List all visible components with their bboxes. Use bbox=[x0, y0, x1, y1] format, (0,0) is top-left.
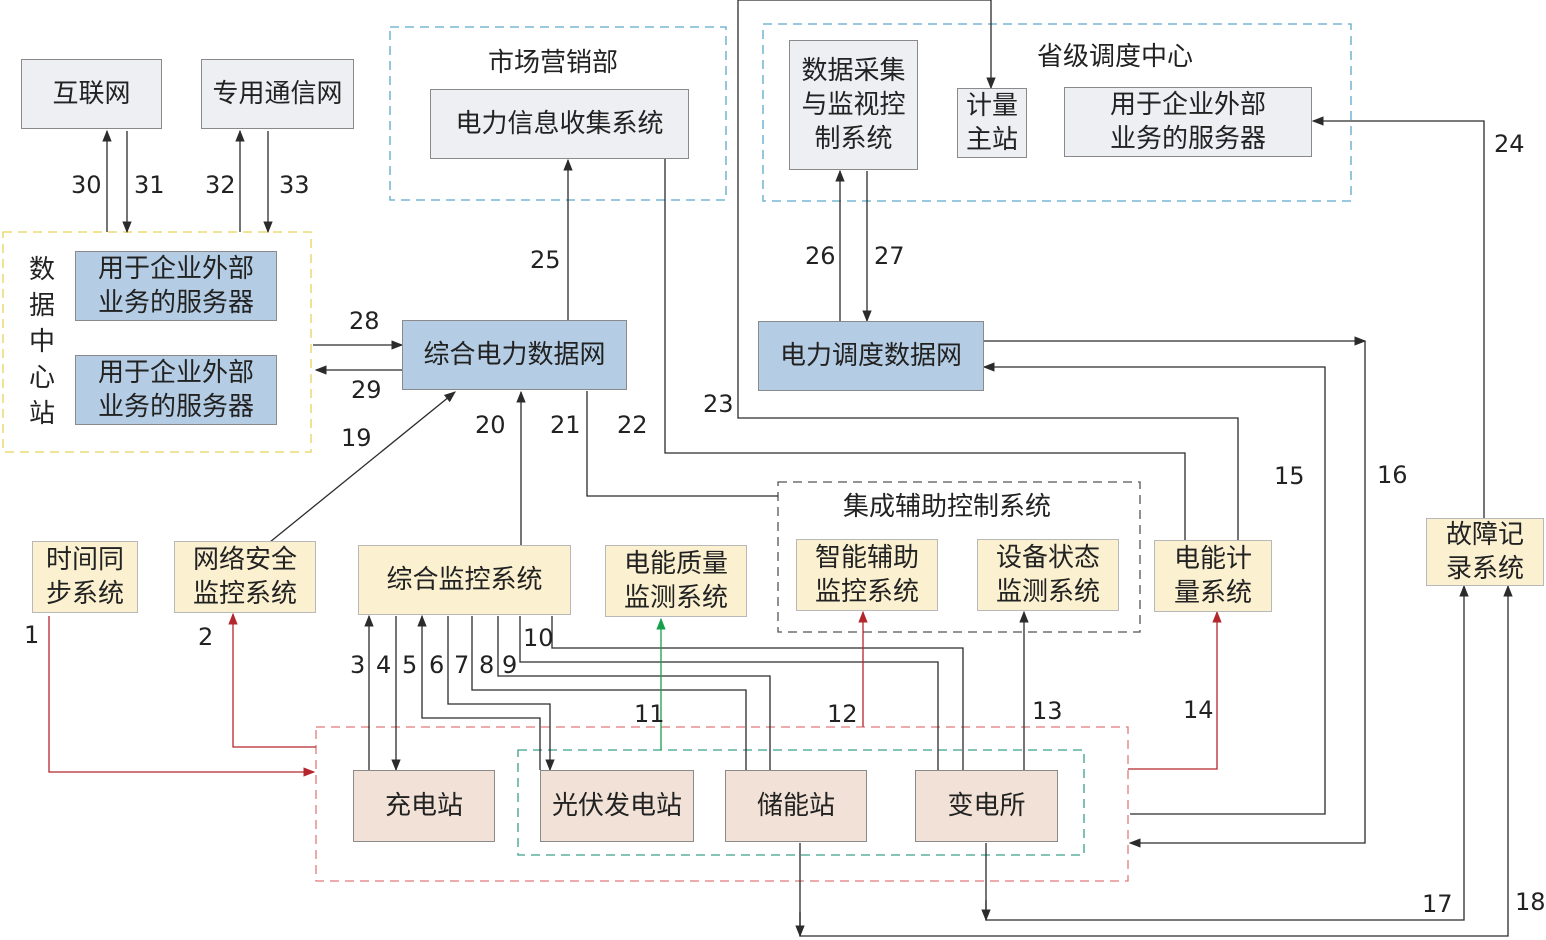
link-label-13: 13 bbox=[1032, 697, 1063, 725]
data-center-label: 数 据 中 心 站 bbox=[28, 255, 55, 429]
link-label-10: 10 bbox=[523, 624, 554, 652]
power-quality-node: 电能质量 监测系统 bbox=[605, 545, 747, 617]
link-23 bbox=[737, 0, 1239, 540]
substation-node: 变电所 bbox=[915, 770, 1058, 842]
link-7 bbox=[471, 616, 747, 770]
link-10 bbox=[551, 616, 964, 770]
net-security-node: 网络安全 监控系统 bbox=[174, 541, 316, 613]
link-label-28: 28 bbox=[349, 307, 380, 335]
link-label-14: 14 bbox=[1183, 696, 1214, 724]
link-label-20: 20 bbox=[475, 411, 506, 439]
link-label-11: 11 bbox=[634, 700, 665, 728]
link-label-15: 15 bbox=[1274, 462, 1305, 490]
link-label-30: 30 bbox=[71, 171, 102, 199]
link-label-32: 32 bbox=[205, 171, 236, 199]
metering-master-node: 计量 主站 bbox=[957, 88, 1027, 158]
link-label-22: 22 bbox=[617, 411, 648, 439]
dc-server-2-node: 用于企业外部 业务的服务器 bbox=[75, 355, 277, 425]
integrated-monitor-node: 综合监控系统 bbox=[358, 545, 571, 615]
link-2 bbox=[228, 612, 316, 748]
link-label-23: 23 bbox=[703, 390, 734, 418]
link-label-24: 24 bbox=[1494, 130, 1525, 158]
link-22 bbox=[664, 159, 1186, 540]
link-label-17: 17 bbox=[1422, 890, 1453, 918]
link-label-6: 6 bbox=[429, 651, 445, 679]
link-label-4: 4 bbox=[376, 651, 392, 679]
link-label-7: 7 bbox=[454, 651, 470, 679]
link-label-19: 19 bbox=[341, 424, 372, 452]
link-label-26: 26 bbox=[805, 242, 836, 270]
fault-recorder-node: 故障记 录系统 bbox=[1426, 518, 1544, 586]
link-label-12: 12 bbox=[827, 700, 858, 728]
internet-node: 互联网 bbox=[21, 59, 162, 129]
link-label-8: 8 bbox=[479, 651, 495, 679]
integrated-net-node: 综合电力数据网 bbox=[402, 320, 627, 390]
link-label-3: 3 bbox=[350, 651, 366, 679]
stations-frame bbox=[315, 726, 1129, 882]
link-14 bbox=[1128, 610, 1222, 770]
equip-status-node: 设备状态 监测系统 bbox=[977, 539, 1119, 611]
scada-node: 数据采集 与监视控 制系统 bbox=[789, 40, 918, 170]
link-24 bbox=[1311, 116, 1485, 518]
link-5 bbox=[417, 614, 541, 770]
link-17 bbox=[985, 584, 1469, 921]
renewable-frame bbox=[517, 749, 1085, 856]
aux-control-frame bbox=[777, 481, 1141, 633]
aux-control-label: 集成辅助控制系统 bbox=[843, 492, 1052, 522]
charging-station-node: 充电站 bbox=[353, 770, 495, 842]
link-label-31: 31 bbox=[134, 171, 165, 199]
storage-station-node: 储能站 bbox=[725, 770, 867, 842]
power-info-node: 电力信息收集系统 bbox=[430, 89, 689, 159]
dispatch-net-node: 电力调度数据网 bbox=[758, 321, 984, 391]
link-21 bbox=[586, 391, 778, 497]
link-label-9: 9 bbox=[502, 651, 518, 679]
link-19 bbox=[269, 391, 456, 543]
link-label-18: 18 bbox=[1515, 888, 1546, 916]
link-label-33: 33 bbox=[279, 171, 310, 199]
link-6 bbox=[447, 616, 555, 772]
provincial-center-label: 省级调度中心 bbox=[1037, 42, 1194, 72]
provincial-server-node: 用于企业外部 业务的服务器 bbox=[1064, 87, 1312, 157]
link-label-5: 5 bbox=[402, 651, 418, 679]
data-center-frame bbox=[2, 231, 312, 453]
link-label-29: 29 bbox=[351, 376, 382, 404]
provincial-center-frame bbox=[762, 23, 1352, 202]
link-label-16: 16 bbox=[1377, 461, 1408, 489]
time-sync-node: 时间同 步系统 bbox=[32, 541, 138, 613]
link-9 bbox=[519, 616, 939, 770]
private-net-node: 专用通信网 bbox=[201, 59, 354, 129]
smart-aux-node: 智能辅助 监控系统 bbox=[796, 539, 938, 611]
link-label-27: 27 bbox=[874, 242, 905, 270]
link-1 bbox=[48, 616, 316, 777]
energy-meter-node: 电能计 量系统 bbox=[1154, 540, 1272, 612]
market-dept-frame bbox=[389, 26, 727, 201]
dc-server-1-node: 用于企业外部 业务的服务器 bbox=[75, 251, 277, 321]
link-label-21: 21 bbox=[550, 411, 581, 439]
link-8 bbox=[497, 616, 771, 770]
market-dept-label: 市场营销部 bbox=[488, 48, 619, 78]
link-15 bbox=[982, 362, 1326, 815]
link-16 bbox=[1128, 341, 1366, 848]
link-label-25: 25 bbox=[530, 246, 561, 274]
link-18 bbox=[799, 584, 1513, 937]
pv-station-node: 光伏发电站 bbox=[540, 770, 694, 842]
link-label-2: 2 bbox=[198, 623, 214, 651]
link-label-1: 1 bbox=[24, 621, 40, 649]
